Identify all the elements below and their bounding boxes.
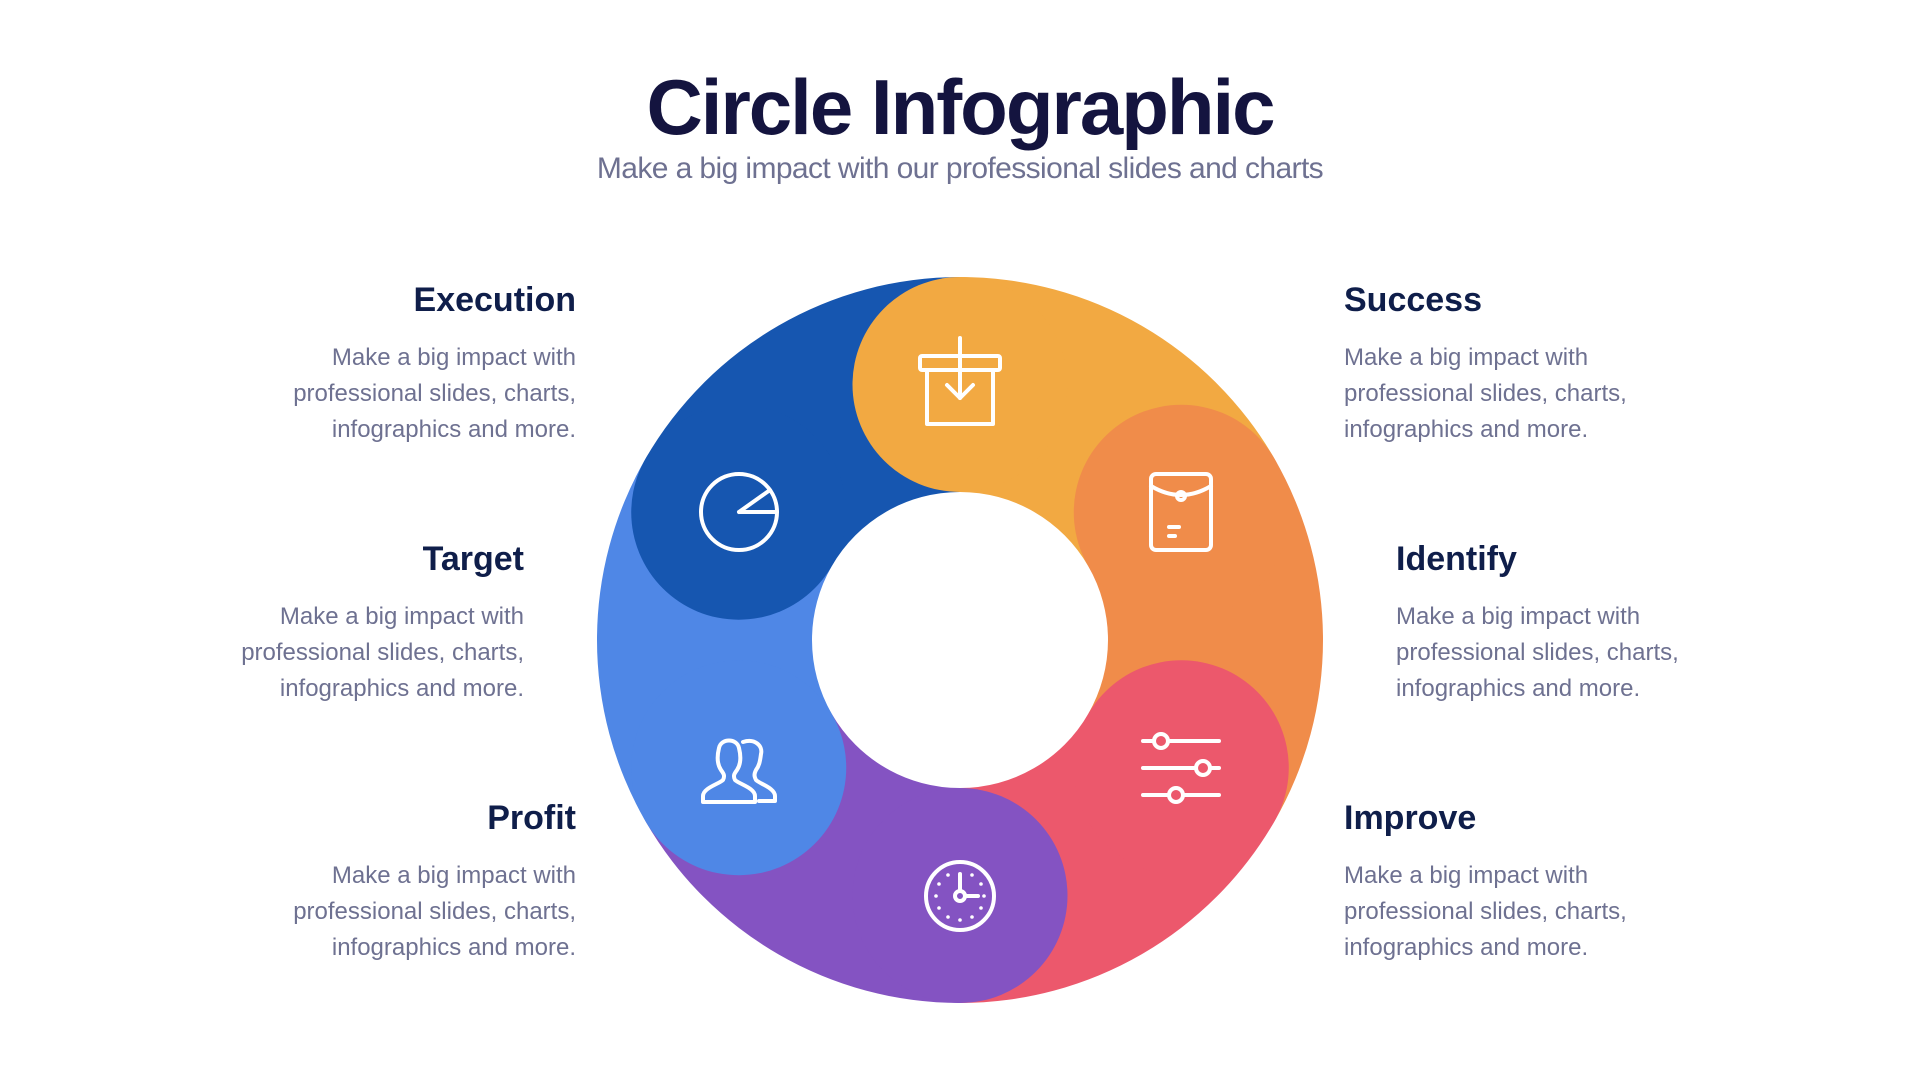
item-description: Make a big impact with professional slid… bbox=[241, 603, 524, 702]
item-identify: Identify Make a big impact with professi… bbox=[1396, 537, 1776, 707]
item-description: Make a big impact with professional slid… bbox=[293, 344, 576, 443]
page-subtitle: Make a big impact with our professional … bbox=[596, 152, 1324, 185]
item-success: Success Make a big impact with professio… bbox=[1344, 278, 1724, 448]
lobe-profit bbox=[852, 788, 1068, 1003]
users-icon bbox=[701, 738, 777, 804]
item-improve: Improve Make a big impact with professio… bbox=[1344, 796, 1724, 966]
item-heading: Improve bbox=[1344, 799, 1477, 837]
item-description: Make a big impact with professional slid… bbox=[1396, 603, 1679, 702]
pie-chart-icon bbox=[699, 472, 779, 552]
item-heading: Execution bbox=[413, 281, 576, 319]
item-description: Make a big impact with professional slid… bbox=[1344, 344, 1627, 443]
item-heading: Success bbox=[1344, 281, 1482, 319]
page-title: Circle Infographic bbox=[646, 63, 1275, 151]
item-description: Make a big impact with professional slid… bbox=[1344, 862, 1627, 961]
envelope-folder-icon bbox=[1149, 472, 1213, 552]
sliders-icon bbox=[1141, 732, 1221, 804]
clock-icon bbox=[924, 860, 996, 932]
item-heading: Target bbox=[422, 540, 524, 578]
item-heading: Profit bbox=[487, 799, 576, 837]
item-target: Target Make a big impact with profession… bbox=[144, 537, 524, 707]
item-description: Make a big impact with professional slid… bbox=[293, 862, 576, 961]
box-download-icon bbox=[918, 336, 1002, 426]
item-heading: Identify bbox=[1396, 540, 1517, 578]
item-profit: Profit Make a big impact with profession… bbox=[196, 796, 576, 966]
lobe-identify bbox=[1073, 404, 1289, 620]
item-execution: Execution Make a big impact with profess… bbox=[196, 278, 576, 448]
